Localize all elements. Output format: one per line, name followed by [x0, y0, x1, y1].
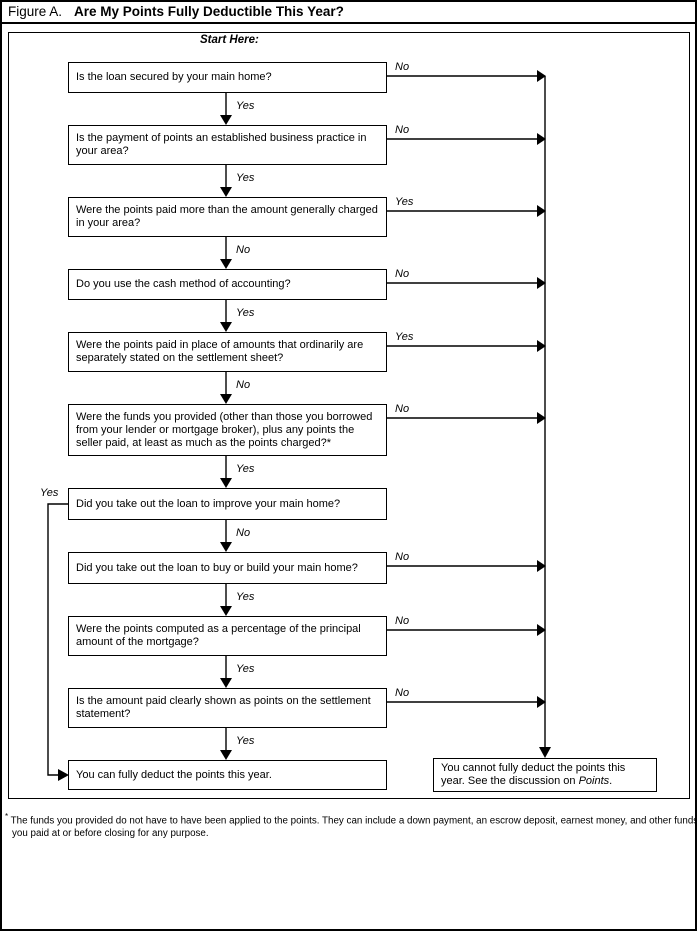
edge-label-q7-no: No	[236, 527, 251, 539]
result-text: You cannot fully deduct the points this …	[441, 762, 649, 788]
decision-text: Were the points paid more than the amoun…	[76, 204, 378, 229]
decision-loan-buy-build-home: Did you take out the loan to buy or buil…	[68, 552, 387, 584]
edge-label-q1-yes: Yes	[236, 100, 255, 112]
decision-loan-secured: Is the loan secured by your main home?	[68, 62, 387, 93]
footnote: * The funds you provided do not have to …	[5, 811, 697, 840]
decision-points-percentage-principal: Were the points computed as a percentage…	[68, 616, 387, 656]
footnote-marker: *	[5, 812, 9, 821]
edge-label-q10-no: No	[395, 687, 410, 699]
decision-points-more-than-charged: Were the points paid more than the amoun…	[68, 197, 387, 237]
figure-label: Figure A.	[8, 4, 63, 19]
result-text-period: .	[609, 775, 613, 787]
start-here-label: Start Here:	[200, 34, 259, 46]
decision-text: Were the funds you provided (other than …	[76, 410, 373, 449]
title-separator	[0, 22, 697, 24]
edge-label-q8-yes: Yes	[236, 591, 255, 603]
edge-label-q6-yes: Yes	[236, 463, 255, 475]
result-cannot-deduct: You cannot fully deduct the points this …	[433, 758, 657, 792]
result-can-deduct: You can fully deduct the points this yea…	[68, 760, 387, 790]
edge-label-q4-no: No	[395, 268, 410, 280]
decision-text: Is the loan secured by your main home?	[76, 71, 272, 83]
decision-text: Did you take out the loan to buy or buil…	[76, 561, 358, 574]
edge-label-q10-yes: Yes	[236, 735, 255, 747]
result-text-points-italic: Points	[578, 775, 610, 787]
edge-label-q9-no: No	[395, 615, 410, 627]
decision-cash-method: Do you use the cash method of accounting…	[68, 269, 387, 300]
decision-text: Is the payment of points an established …	[76, 132, 367, 157]
result-text: You can fully deduct the points this yea…	[76, 768, 272, 781]
decision-text: Did you take out the loan to improve you…	[76, 497, 341, 510]
edge-label-q5-no: No	[236, 379, 251, 391]
decision-funds-provided: Were the funds you provided (other than …	[68, 404, 387, 456]
result-text-main: You cannot fully deduct the points this …	[441, 762, 626, 787]
edge-label-q6-no: No	[395, 403, 410, 415]
decision-loan-improve-home: Did you take out the loan to improve you…	[68, 488, 387, 520]
edge-label-q7-yes: Yes	[40, 487, 59, 499]
decision-established-practice: Is the payment of points an established …	[68, 125, 387, 165]
footnote-text: The funds you provided do not have to ha…	[10, 815, 697, 839]
decision-text: Is the amount paid clearly shown as poin…	[76, 695, 371, 720]
edge-label-q4-yes: Yes	[236, 307, 255, 319]
edge-label-q2-yes: Yes	[236, 172, 255, 184]
figure-title: Figure A. Are My Points Fully Deductible …	[8, 4, 344, 19]
edge-label-q5-yes: Yes	[395, 331, 414, 343]
decision-points-shown-on-statement: Is the amount paid clearly shown as poin…	[68, 688, 387, 728]
decision-text: Do you use the cash method of accounting…	[76, 278, 291, 290]
edge-label-q3-yes: Yes	[395, 196, 414, 208]
edge-label-q8-no: No	[395, 551, 410, 563]
decision-text: Were the points paid in place of amounts…	[76, 339, 364, 364]
edge-label-q2-no: No	[395, 124, 410, 136]
decision-text: Were the points computed as a percentage…	[76, 623, 361, 648]
decision-points-in-place-of-amounts: Were the points paid in place of amounts…	[68, 332, 387, 372]
edge-label-q3-no: No	[236, 244, 251, 256]
edge-label-q1-no: No	[395, 61, 410, 73]
page-title: Are My Points Fully Deductible This Year…	[74, 4, 344, 19]
edge-label-q9-yes: Yes	[236, 663, 255, 675]
